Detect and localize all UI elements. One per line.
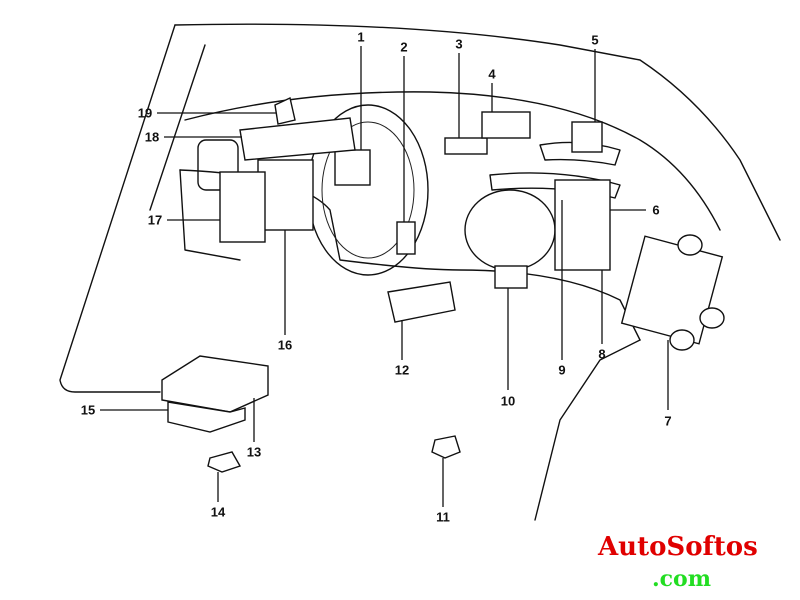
- part-15-ecu-base: [167, 401, 246, 433]
- part-1-module: [334, 149, 371, 186]
- callout-8: 8: [598, 346, 606, 362]
- part-18-bracket: [239, 117, 356, 161]
- right-upper-vent: [539, 141, 621, 166]
- callout-15: 15: [80, 402, 96, 418]
- callout-10: 10: [500, 393, 516, 409]
- right-vent: [489, 172, 621, 199]
- part-10-module: [494, 265, 528, 289]
- part-3-unit: [444, 137, 488, 155]
- steering-wheel-inner: [321, 121, 415, 259]
- part-4-relay: [481, 111, 531, 139]
- callout-9: 9: [558, 362, 566, 378]
- part-14-sensor: [207, 451, 242, 473]
- part-16-box: [257, 159, 314, 231]
- callout-3: 3: [455, 36, 463, 52]
- center-vent-oval: [464, 189, 556, 271]
- a-pillar-left-inner: [149, 44, 206, 211]
- callout-11: 11: [436, 509, 450, 525]
- part-19-sensor: [274, 96, 296, 125]
- a-pillar-left: [59, 24, 176, 393]
- left-dash-edge: [179, 169, 241, 261]
- part-2-sensor: [396, 221, 416, 255]
- part-13-ecu: [161, 355, 269, 413]
- callout-4: 4: [488, 66, 496, 82]
- left-vent: [197, 139, 239, 191]
- callout-1: 1: [357, 29, 365, 45]
- leader-lines: [100, 46, 669, 507]
- callout-5: 5: [591, 32, 599, 48]
- callout-19: 19: [137, 105, 153, 121]
- part-7-connector-a: [677, 234, 703, 256]
- part-5-bracket: [571, 121, 603, 153]
- callout-6: 6: [652, 202, 660, 218]
- part-7-connector-b: [699, 307, 725, 329]
- callout-7: 7: [664, 413, 672, 429]
- watermark-domain: .com: [652, 566, 712, 592]
- right-door-edge: [534, 339, 641, 521]
- callout-13: 13: [246, 444, 262, 460]
- part-17-fuse-box: [219, 171, 266, 243]
- callout-17: 17: [147, 212, 163, 228]
- callout-18: 18: [144, 129, 160, 145]
- callout-2: 2: [400, 39, 408, 55]
- callout-12: 12: [394, 362, 410, 378]
- windshield-frame: [174, 23, 781, 241]
- part-6-relay-box: [554, 179, 611, 271]
- watermark-brand: AutoSoftos: [598, 532, 758, 562]
- part-11-sensor: [431, 435, 461, 459]
- callout-14: 14: [210, 504, 226, 520]
- callout-16: 16: [277, 337, 293, 353]
- part-12-module: [387, 281, 456, 323]
- part-7-connector-c: [669, 329, 695, 351]
